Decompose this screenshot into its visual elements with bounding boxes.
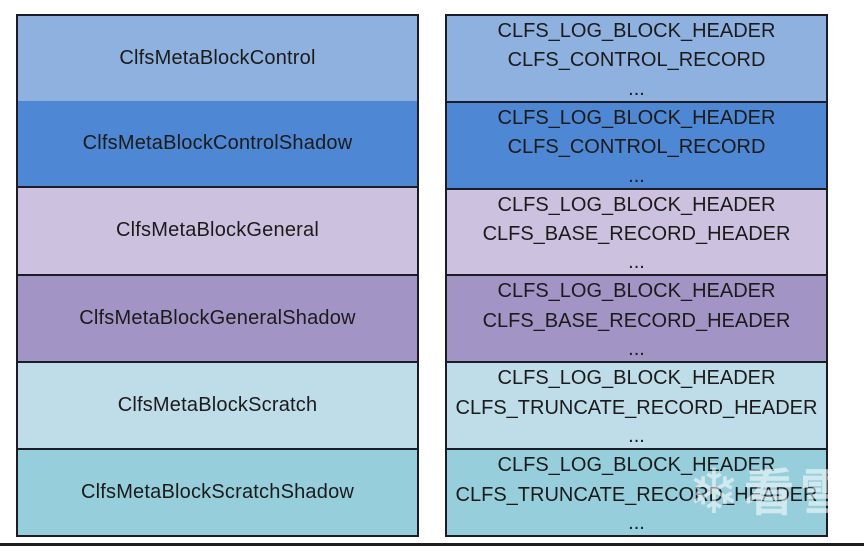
block-scratch: ClfsMetaBlockScratch (18, 360, 417, 448)
struct-ellipsis: ... (628, 77, 645, 100)
block-scratch-shadow: ClfsMetaBlockScratchShadow (18, 447, 417, 536)
bottom-divider (0, 543, 864, 546)
block-general-label: ClfsMetaBlockGeneral (116, 219, 319, 242)
struct-line: CLFS_CONTROL_RECORD (507, 136, 766, 159)
block-control-shadow: ClfsMetaBlockControlShadow (18, 101, 417, 187)
block-general-shadow: ClfsMetaBlockGeneralShadow (18, 273, 417, 361)
struct-scratch: CLFS_LOG_BLOCK_HEADER CLFS_TRUNCATE_RECO… (447, 361, 826, 449)
struct-general: CLFS_LOG_BLOCK_HEADER CLFS_BASE_RECORD_H… (447, 187, 826, 275)
metadata-block-structs-column: CLFS_LOG_BLOCK_HEADER CLFS_CONTROL_RECOR… (445, 14, 828, 537)
struct-ellipsis: ... (628, 164, 645, 187)
struct-ellipsis: ... (628, 338, 645, 361)
block-general: ClfsMetaBlockGeneral (18, 186, 417, 274)
metadata-block-types-column: ClfsMetaBlockControl ClfsMetaBlockContro… (16, 14, 419, 537)
block-control-shadow-label: ClfsMetaBlockControlShadow (82, 132, 353, 155)
struct-line: CLFS_LOG_BLOCK_HEADER (497, 193, 776, 216)
struct-line: CLFS_TRUNCATE_RECORD_HEADER (455, 483, 818, 506)
struct-scratch-shadow: CLFS_LOG_BLOCK_HEADER CLFS_TRUNCATE_RECO… (447, 448, 826, 535)
struct-ellipsis: ... (628, 425, 645, 448)
struct-line: CLFS_LOG_BLOCK_HEADER (497, 454, 776, 477)
struct-ellipsis: ... (628, 251, 645, 274)
block-control: ClfsMetaBlockControl (18, 16, 417, 102)
block-scratch-shadow-label: ClfsMetaBlockScratchShadow (80, 480, 355, 503)
block-scratch-label: ClfsMetaBlockScratch (117, 393, 318, 416)
struct-line: CLFS_BASE_RECORD_HEADER (482, 223, 791, 246)
struct-line: CLFS_LOG_BLOCK_HEADER (497, 106, 776, 129)
struct-line: CLFS_LOG_BLOCK_HEADER (497, 20, 776, 42)
struct-line: CLFS_CONTROL_RECORD (507, 49, 766, 72)
block-general-shadow-label: ClfsMetaBlockGeneralShadow (79, 306, 356, 329)
struct-line: CLFS_TRUNCATE_RECORD_HEADER (455, 396, 818, 419)
struct-control-shadow: CLFS_LOG_BLOCK_HEADER CLFS_CONTROL_RECOR… (447, 100, 826, 188)
struct-line: CLFS_LOG_BLOCK_HEADER (497, 367, 776, 390)
struct-line: CLFS_BASE_RECORD_HEADER (482, 309, 791, 332)
struct-general-shadow: CLFS_LOG_BLOCK_HEADER CLFS_BASE_RECORD_H… (447, 274, 826, 362)
struct-control: CLFS_LOG_BLOCK_HEADER CLFS_CONTROL_RECOR… (447, 16, 826, 101)
struct-ellipsis: ... (628, 511, 645, 534)
block-control-label: ClfsMetaBlockControl (119, 47, 316, 70)
struct-line: CLFS_LOG_BLOCK_HEADER (497, 280, 776, 303)
